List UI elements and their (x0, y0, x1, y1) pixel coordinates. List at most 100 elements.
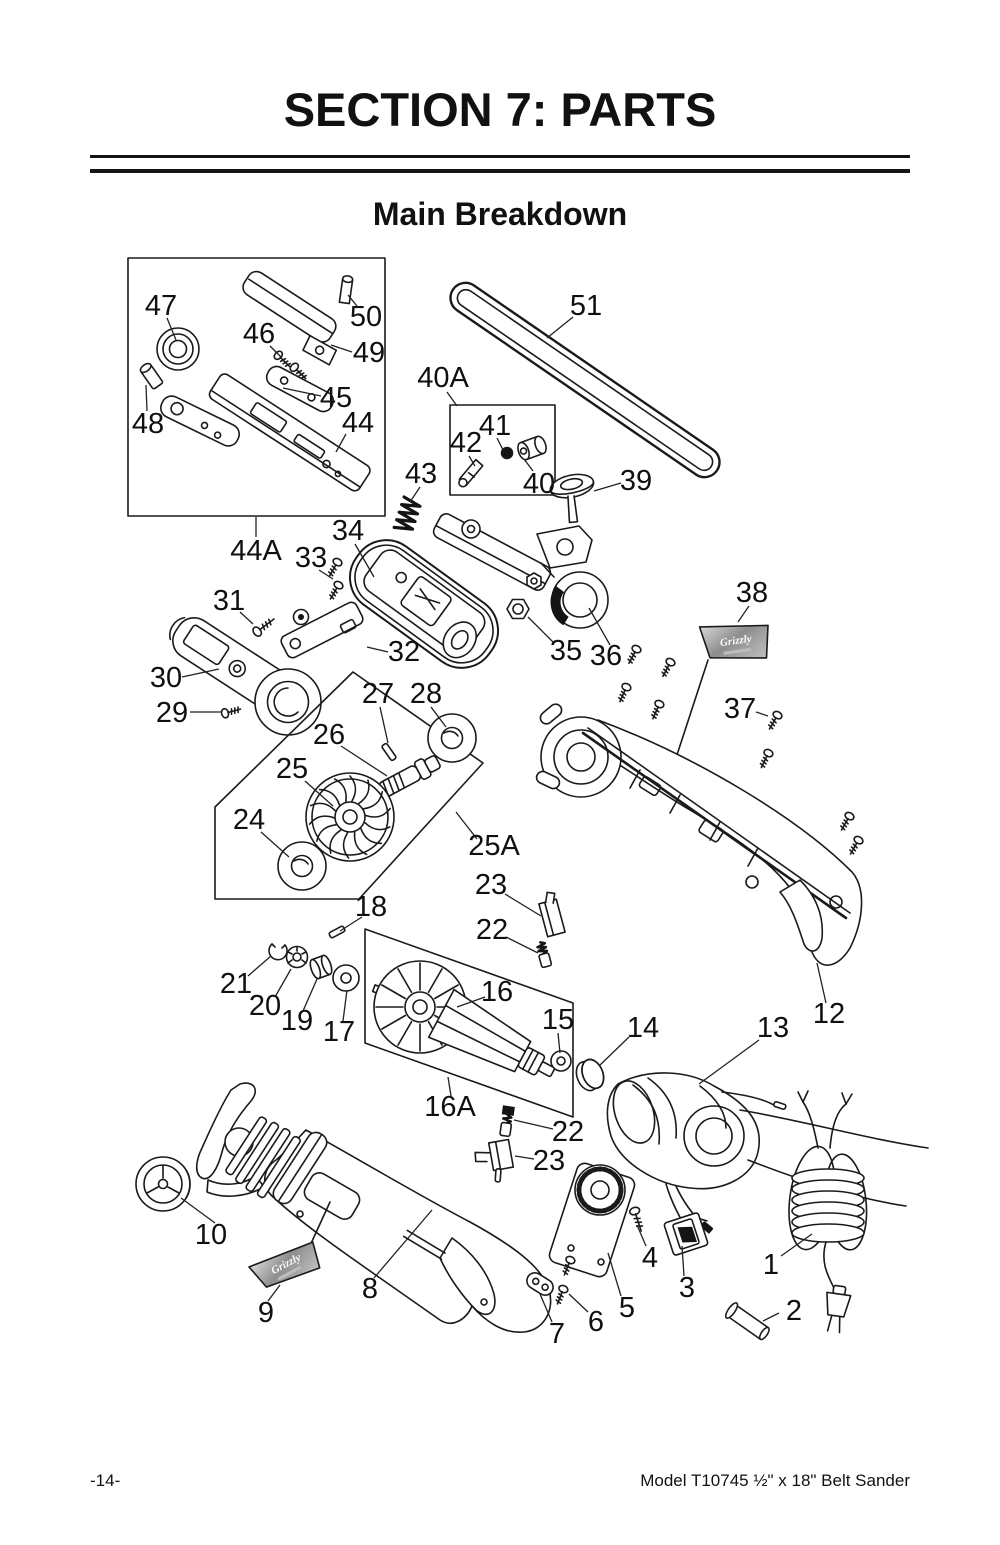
part-47-bearing (156, 327, 200, 371)
callout-8: 8 (362, 1273, 378, 1305)
part-22-carbon-brush-bottom (499, 1105, 515, 1138)
part-36-clamp (536, 525, 609, 629)
leader-line-6 (568, 1293, 589, 1313)
sticker-brand-text: Grizzly (719, 633, 752, 649)
callout-12: 12 (813, 998, 845, 1030)
callout-47: 47 (145, 290, 177, 322)
callout-40A: 40A (417, 362, 469, 394)
part-23-brush-holder-bottom (474, 1138, 515, 1183)
leader-line-1 (780, 1233, 813, 1257)
part-37-screw (764, 709, 784, 733)
callout-19: 19 (281, 1005, 313, 1037)
callout-38: 38 (736, 577, 768, 609)
leader-line-2 (762, 1312, 780, 1322)
leader-line-37 (755, 711, 769, 717)
part-8-housing-left (195, 1082, 552, 1333)
part-29-screw (219, 703, 243, 720)
leader-line-49 (330, 344, 353, 353)
callout-14: 14 (627, 1012, 659, 1044)
part-27-pin (381, 742, 397, 762)
callout-28: 28 (410, 678, 442, 710)
callout-29: 29 (156, 697, 188, 729)
leader-line-19 (302, 978, 318, 1012)
callout-15: 15 (542, 1004, 574, 1036)
part-49-belt-cover (242, 270, 338, 366)
callout-18: 18 (355, 891, 387, 923)
callout-49: 49 (353, 337, 385, 369)
leader-line-17 (342, 989, 348, 1022)
callout-25A: 25A (468, 830, 520, 862)
leader-line-16A (447, 1076, 452, 1097)
callout-35: 35 (550, 635, 582, 667)
leader-line-44 (335, 433, 347, 453)
leader-line-28 (430, 706, 447, 728)
part-15-washer (550, 1050, 572, 1072)
leader-line-9 (267, 1284, 281, 1302)
callout-34: 34 (332, 515, 364, 547)
callout-46: 46 (243, 318, 275, 350)
part-20-fan-nut (285, 945, 309, 969)
callout-16A: 16A (424, 1091, 476, 1123)
part-18-pin (328, 925, 346, 939)
callout-32: 32 (388, 636, 420, 668)
callout-23: 23 (475, 869, 507, 901)
leader-line-48 (145, 384, 148, 412)
callout-5: 5 (619, 1292, 635, 1324)
callout-21: 21 (220, 968, 252, 1000)
part-17-washer (332, 964, 360, 992)
part-51-sanding-belt (449, 281, 721, 479)
leader-line-26 (340, 745, 388, 777)
callout-25: 25 (276, 753, 308, 785)
leader-line-20 (274, 968, 292, 998)
callout-50: 50 (350, 301, 382, 333)
callout-6: 6 (588, 1306, 604, 1338)
part-21-circlip (268, 943, 288, 961)
leader-line-12 (816, 962, 827, 1004)
callout-31: 31 (213, 585, 245, 617)
page-number: -14- (90, 1471, 121, 1490)
leader-line-43 (409, 486, 421, 503)
callout-7: 7 (549, 1318, 565, 1350)
part-3-switch (663, 1212, 709, 1256)
callout-22: 22 (476, 914, 508, 946)
part-39-tracking-knob (549, 473, 595, 524)
callout-3: 3 (679, 1272, 695, 1304)
leader-line-23 (504, 893, 542, 917)
callout-22: 22 (552, 1116, 584, 1148)
callout-13: 13 (757, 1012, 789, 1044)
part-41-nut (500, 446, 514, 460)
callout-30: 30 (150, 662, 182, 694)
leader-line-27 (379, 706, 389, 744)
leader-line-30 (181, 668, 220, 678)
leader-line-36 (588, 607, 611, 646)
part-40a-kit-box (449, 404, 556, 496)
part-38-logo-sticker: Grizzly (673, 624, 769, 765)
leader-line-8 (373, 1209, 433, 1279)
leader-line-22 (513, 1119, 554, 1130)
diagram-title: Main Breakdown (372, 196, 628, 232)
part-35-nut (506, 598, 530, 620)
leader-line-14 (598, 1036, 630, 1067)
part-14-retainer-ring (575, 1058, 605, 1092)
part-4-screw (628, 1205, 647, 1234)
leader-line-35 (527, 616, 554, 643)
callout-17: 17 (323, 1016, 355, 1048)
callout-1: 1 (763, 1249, 779, 1281)
leader-line-41 (496, 437, 504, 451)
leader-line-25A (455, 811, 478, 840)
header-rule-top (90, 155, 910, 158)
part-32-plate (280, 601, 364, 659)
leader-line-7 (539, 1293, 553, 1323)
part-33-screws (324, 556, 345, 603)
part-44a-assembly-box (127, 257, 386, 517)
callout-48: 48 (132, 408, 164, 440)
part-28-washer (427, 713, 477, 763)
leader-line-32 (366, 646, 389, 653)
part-26-drive-shaft (378, 755, 441, 798)
part-7-cord-clamp (526, 1272, 554, 1296)
part-25-drive-wheel (305, 772, 395, 862)
part-1-power-cord (788, 1090, 868, 1334)
leader-line-38 (737, 605, 750, 623)
callout-51: 51 (570, 290, 602, 322)
